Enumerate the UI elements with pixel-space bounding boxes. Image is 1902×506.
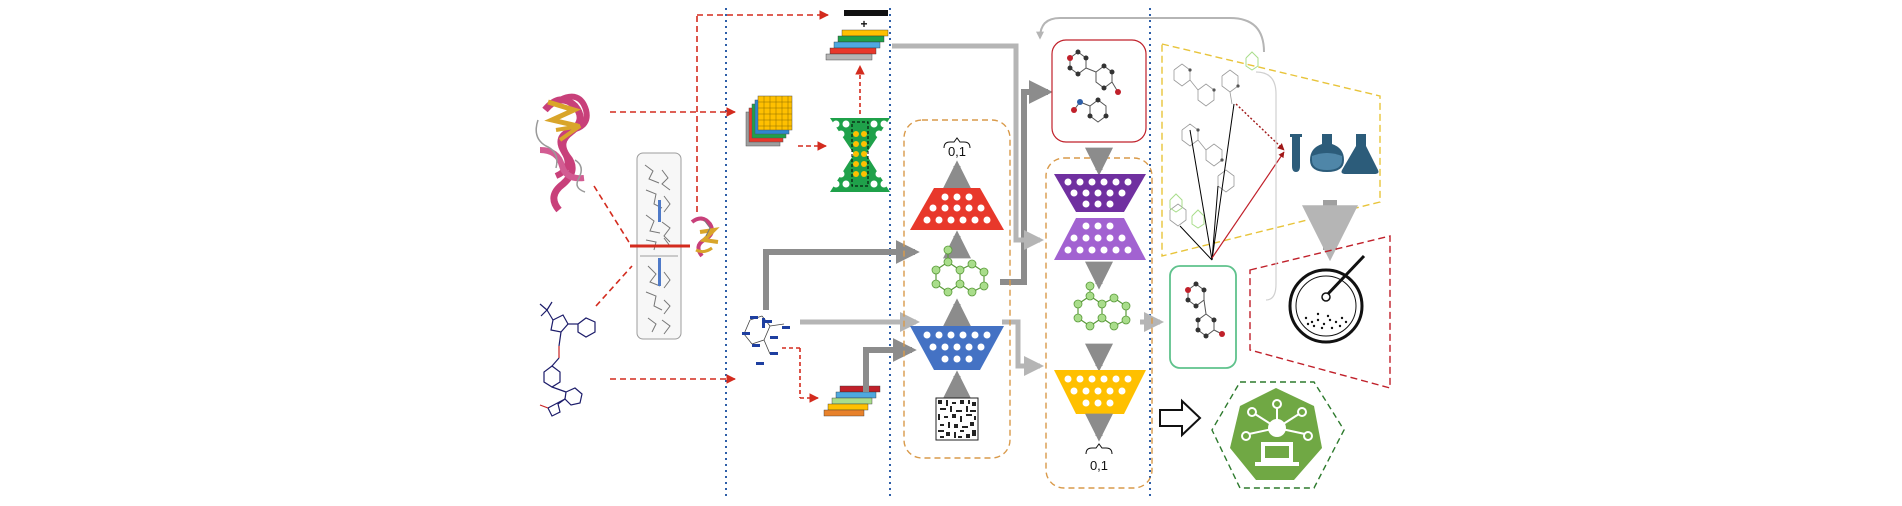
ligand-graph-sketch: [742, 315, 790, 365]
protein-ligand-complex-icon: [690, 216, 720, 258]
outline-arrow-icon: [1159, 398, 1202, 438]
section-dividers: [725, 8, 1151, 498]
feedback-loop-arrow: [1036, 17, 1265, 53]
petri-dish-icon: [1288, 254, 1366, 344]
red-network: [910, 188, 1004, 230]
generated-molecules: [1067, 49, 1121, 123]
selected-molecule: [1185, 281, 1225, 339]
autoencoder-icon: [830, 118, 890, 192]
output-label-top: 0,1: [943, 137, 971, 159]
purple-encoder: [1054, 174, 1146, 212]
lab-glassware-icon: [1290, 134, 1379, 174]
blue-network: [910, 326, 1004, 370]
network-app-icon: [1211, 381, 1345, 489]
return-loop-arrow: [1255, 71, 1277, 301]
plus-sign: +: [860, 17, 867, 31]
output-label-bottom-text: 0,1: [1090, 458, 1108, 473]
molecular-graph-icon-2: [1073, 281, 1131, 331]
screen-to-lab-arrow: [1235, 103, 1285, 151]
light-flow-arrows: [800, 43, 1164, 376]
voxel-grid-icon: [745, 95, 793, 147]
grey-flow-arrows: [763, 80, 1053, 392]
assay-panel: [1249, 235, 1391, 389]
qr-code-icon: [935, 397, 979, 441]
molecular-graph-icon: [931, 245, 989, 297]
ligand-structure-icon: [539, 301, 596, 417]
selection-to-lab-arrow: [1211, 151, 1285, 259]
model-1-container: [903, 119, 1011, 459]
selection-lines: [1179, 103, 1235, 261]
purple-decoder: [1054, 218, 1146, 260]
fingerprint-stack-bottom: [823, 385, 881, 417]
yellow-network: [1054, 370, 1146, 414]
protein-structure-icon: [535, 93, 590, 213]
selected-molecule-box: [1169, 265, 1237, 369]
output-label-bottom: 0,1: [1085, 443, 1113, 473]
screening-panel: [1161, 43, 1381, 257]
output-label-top-text: 0,1: [948, 144, 966, 159]
fingerprint-stack-top: +: [825, 10, 889, 61]
input-arrows: [593, 10, 829, 384]
generated-molecules-box: [1051, 39, 1147, 143]
